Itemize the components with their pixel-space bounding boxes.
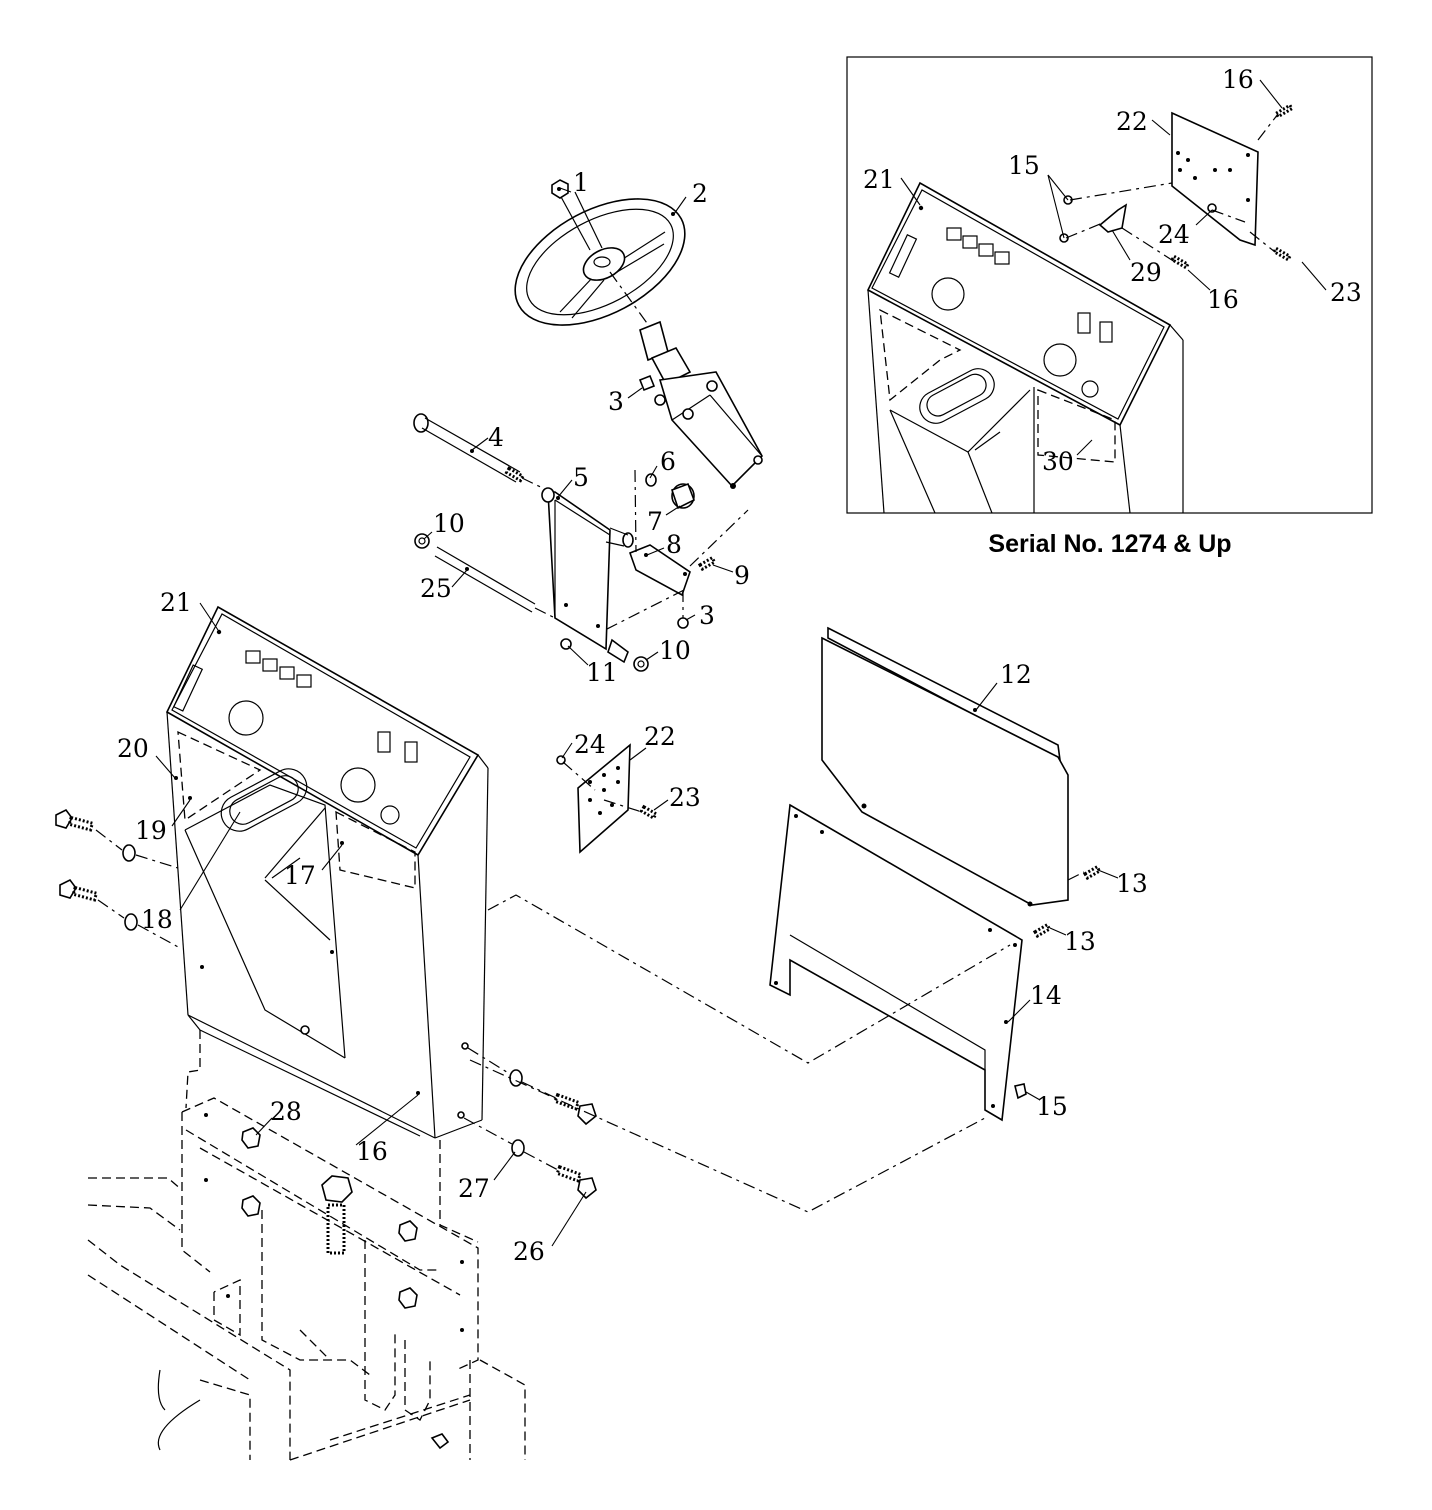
inset-callout-23: 23 (1330, 278, 1362, 307)
inset-callout-22: 22 (1116, 107, 1148, 136)
inset-bracket-29 (1098, 203, 1128, 233)
callout-25: 25 (420, 574, 452, 603)
left-bolts (55, 808, 181, 949)
rod-4 (413, 413, 556, 495)
console-body (165, 605, 489, 1139)
callout-16: 16 (356, 1137, 388, 1166)
callout-20: 20 (117, 734, 149, 763)
callout-2: 2 (692, 179, 708, 208)
callout-11: 11 (586, 658, 618, 687)
callout-19: 19 (135, 816, 167, 845)
callout-10-bottom: 10 (659, 636, 691, 665)
callout-5: 5 (573, 463, 589, 492)
callout-leaders (155, 187, 1119, 1247)
inset-callout-24: 24 (1158, 220, 1190, 249)
callout-8: 8 (666, 530, 682, 559)
inset-plate-22 (1171, 111, 1259, 247)
callout-18: 18 (141, 905, 173, 934)
callout-10-top: 10 (433, 509, 465, 538)
inset-frame (846, 56, 1373, 514)
callout-6: 6 (660, 447, 676, 476)
callout-labels: 1 2 3 4 5 6 7 8 9 3 10 25 11 10 21 12 24… (117, 168, 1148, 1266)
inset-callout-29: 29 (1130, 258, 1162, 287)
callout-23: 23 (669, 783, 701, 812)
inset-callout-16-bottom: 16 (1207, 285, 1239, 314)
callout-4: 4 (488, 423, 504, 452)
callout-13-bottom: 13 (1064, 927, 1096, 956)
column-bracket-5 (541, 487, 634, 651)
callout-15: 15 (1036, 1092, 1068, 1121)
callout-14: 14 (1030, 981, 1062, 1010)
inset-console (866, 181, 1184, 514)
inset-callout-21: 21 (863, 165, 895, 194)
lower-panel-14 (769, 803, 1027, 1122)
inset-panel: 16 22 21 15 24 29 16 23 30 Serial No. 12… (846, 56, 1373, 558)
rear-panel-12 (821, 626, 1102, 939)
inset-callout-16-top: 16 (1222, 65, 1254, 94)
steering-column (609, 271, 763, 489)
callout-7: 7 (647, 507, 663, 536)
callout-26: 26 (513, 1237, 545, 1266)
callout-27: 27 (458, 1174, 490, 1203)
mount-plate-22 (556, 743, 659, 854)
callout-28: 28 (270, 1097, 302, 1126)
bracket-parts-6-9 (604, 469, 749, 631)
steering-wheel (514, 179, 686, 326)
right-bolts (463, 1047, 597, 1200)
callout-22: 22 (644, 722, 676, 751)
inset-fasteners (1059, 103, 1294, 270)
callout-12: 12 (1000, 660, 1032, 689)
callout-3-top: 3 (608, 387, 624, 416)
callout-1: 1 (573, 168, 589, 197)
callout-21: 21 (160, 588, 192, 617)
callout-17: 17 (284, 861, 316, 890)
callout-13-top: 13 (1116, 869, 1148, 898)
inset-caption: Serial No. 1274 & Up (988, 530, 1231, 558)
inset-callout-30: 30 (1042, 447, 1074, 476)
callout-9: 9 (734, 561, 750, 590)
assembly-lines (469, 894, 1011, 1213)
machine-frame (87, 1030, 526, 1461)
callout-3-bottom: 3 (699, 601, 715, 630)
inset-callout-15: 15 (1008, 151, 1040, 180)
callout-24: 24 (574, 730, 606, 759)
